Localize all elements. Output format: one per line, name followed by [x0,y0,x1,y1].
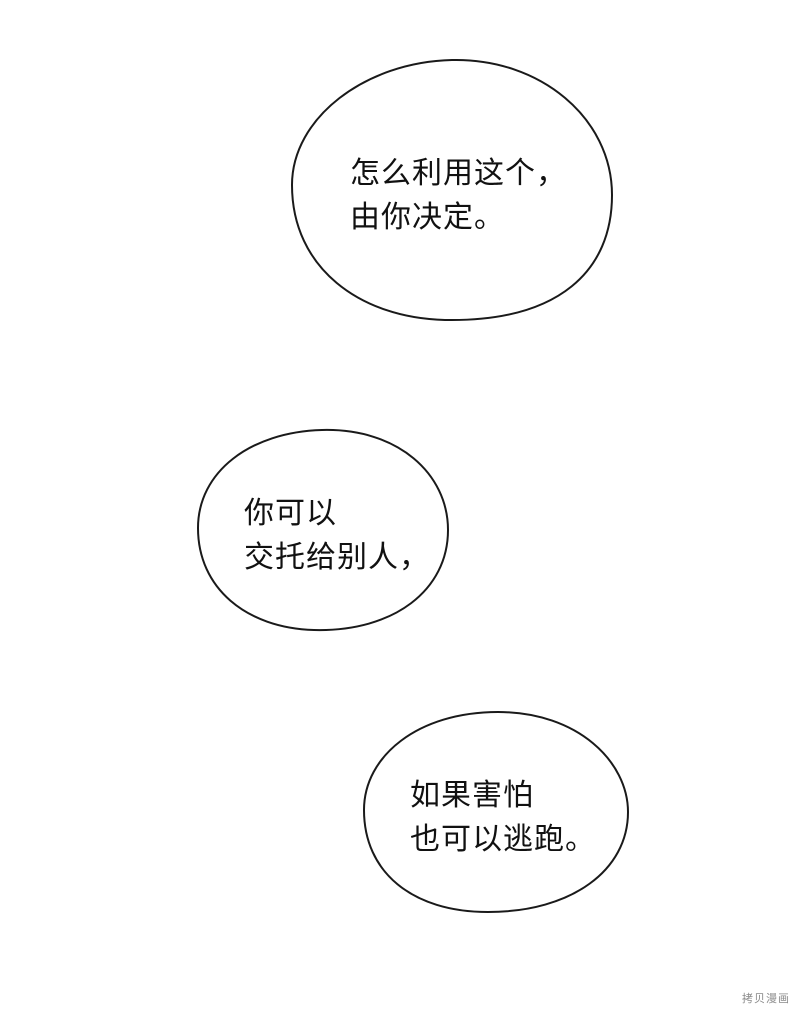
speech-bubble-1 [290,58,614,322]
bubble-3-line-2: 也可以逃跑。 [410,822,596,857]
speech-bubble-3 [362,710,630,914]
bubble-3-text: 如果害怕 也可以逃跑。 [410,774,596,862]
bubble-1-line-1: 怎么利用这个， [350,156,567,191]
speech-bubble-2 [196,428,450,632]
watermark: 拷贝漫画 [742,992,790,1005]
bubble-2-line-1: 你可以 [244,496,337,531]
bubble-1-line-2: 由你决定。 [350,200,505,235]
bubble-2-text: 你可以 交托给别人， [244,492,430,580]
bubble-1-text: 怎么利用这个， 由你决定。 [350,152,567,240]
bubble-2-line-2: 交托给别人， [244,540,430,575]
bubble-3-line-1: 如果害怕 [410,778,534,813]
